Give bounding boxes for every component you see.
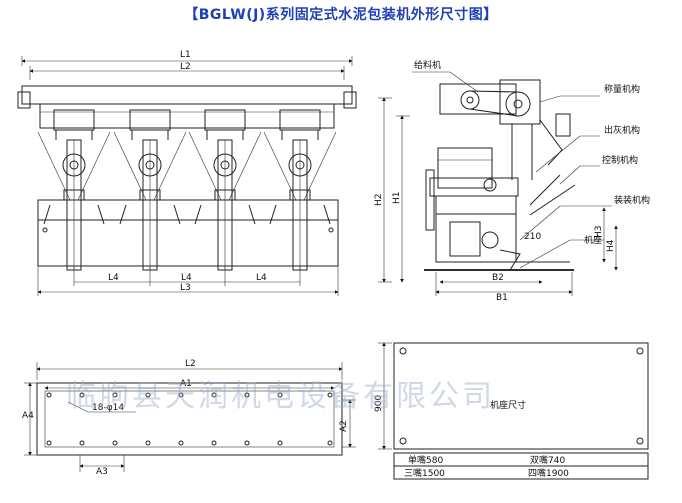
watermark: 临朐县天润机电设备有限公司 bbox=[66, 379, 495, 414]
dim-b2: B2 bbox=[492, 273, 504, 283]
weigh-hopper-2 bbox=[129, 109, 171, 131]
impeller-1 bbox=[62, 153, 86, 177]
callout-weighing: 称量机构 bbox=[604, 83, 640, 95]
side-view: H2 H1 bbox=[374, 59, 650, 303]
dim-l4-1: L4 bbox=[108, 273, 119, 283]
dim-b1: B1 bbox=[496, 293, 508, 303]
mount-hole bbox=[178, 392, 184, 398]
dim-l3: L3 bbox=[180, 283, 191, 293]
impeller-hub bbox=[295, 160, 305, 170]
funnel-line bbox=[263, 131, 337, 201]
weigh-hopper-4 bbox=[279, 109, 321, 131]
spout-single: 单嘴580 bbox=[408, 454, 443, 466]
callout-bagging: 装装机构 bbox=[614, 194, 650, 206]
base-plate bbox=[393, 342, 649, 450]
dim-h3: H3 bbox=[594, 226, 604, 239]
funnel-line bbox=[113, 131, 187, 201]
mount-hole bbox=[46, 440, 52, 446]
mount-hole bbox=[178, 440, 184, 446]
mount-hole bbox=[79, 392, 85, 398]
weigh-hopper-1 bbox=[53, 109, 95, 131]
plan-dim-a1: A1 bbox=[180, 379, 192, 389]
base-plate-height: 900 bbox=[374, 395, 384, 412]
spout-triple: 三嘴1500 bbox=[404, 468, 445, 479]
clamp-arm bbox=[194, 204, 256, 225]
mount-hole bbox=[79, 440, 85, 446]
mount-hole bbox=[327, 440, 333, 446]
impeller-hub bbox=[220, 160, 230, 170]
mount-hole bbox=[211, 440, 217, 446]
callout-feeder: 给料机 bbox=[414, 59, 441, 71]
mount-hole bbox=[244, 440, 250, 446]
mount-hole bbox=[277, 440, 283, 446]
impeller-2 bbox=[138, 153, 162, 177]
plan-view: L2 A1 A4 A2 A3 18-φ14 bbox=[22, 342, 649, 480]
impeller-4 bbox=[288, 153, 312, 177]
dim-l4-2: L4 bbox=[181, 273, 192, 283]
mount-hole bbox=[46, 392, 52, 398]
dim-h2: H2 bbox=[374, 194, 384, 207]
dim-h1: H1 bbox=[392, 192, 402, 205]
page-title: 【BGLW(J)系列固定式水泥包装机外形尺寸图】 bbox=[184, 7, 498, 23]
mount-hole bbox=[211, 392, 217, 398]
dim-l1: L1 bbox=[180, 50, 191, 60]
front-view: L1 L2 bbox=[17, 50, 357, 296]
dim-l4-3: L4 bbox=[256, 273, 267, 283]
mount-hole bbox=[112, 392, 118, 398]
weigh-hopper-3 bbox=[204, 109, 246, 131]
callout-control: 控制机构 bbox=[602, 154, 638, 166]
plan-dim-l2: L2 bbox=[185, 359, 196, 369]
mount-hole bbox=[244, 392, 250, 398]
impeller-hub bbox=[69, 160, 79, 170]
spout-double: 双嘴740 bbox=[530, 455, 565, 466]
mount-hole bbox=[145, 440, 151, 446]
callout-base: 机座 bbox=[584, 234, 602, 246]
mount-hole bbox=[327, 392, 333, 398]
funnel-line bbox=[37, 131, 111, 201]
clamp-arm bbox=[43, 204, 105, 225]
dim-h4: H4 bbox=[606, 239, 616, 252]
impeller-3 bbox=[213, 153, 237, 177]
hole-callout: 18-φ14 bbox=[92, 403, 124, 413]
impeller-hub bbox=[145, 160, 155, 170]
mount-hole bbox=[112, 440, 118, 446]
funnel-line bbox=[188, 131, 262, 201]
plan-dim-a2: A2 bbox=[339, 420, 349, 432]
dim-l2: L2 bbox=[180, 62, 191, 72]
spout-quad: 四嘴1900 bbox=[528, 468, 569, 479]
mount-hole bbox=[277, 392, 283, 398]
clamp-arm bbox=[269, 204, 331, 225]
callout-discharge: 出灰机构 bbox=[604, 124, 640, 136]
plan-dim-a3: A3 bbox=[96, 467, 108, 477]
plan-dim-a4: A4 bbox=[22, 411, 34, 421]
clamp-arm bbox=[119, 204, 181, 225]
mount-hole bbox=[145, 392, 151, 398]
dim-210: 210 bbox=[524, 232, 541, 242]
base-plate-label: 机座尺寸 bbox=[490, 399, 526, 411]
